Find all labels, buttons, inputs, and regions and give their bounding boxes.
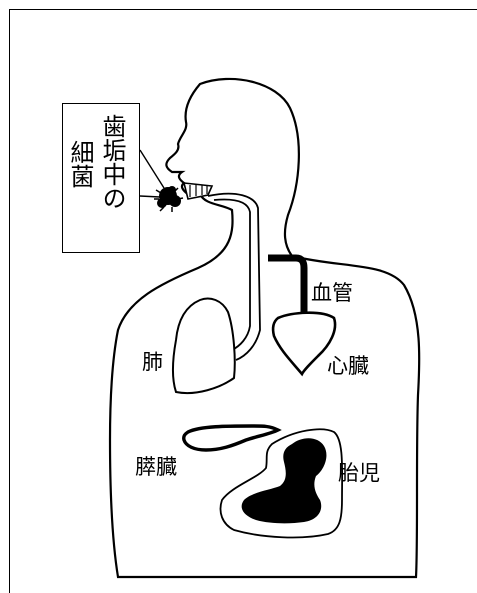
teeth [184, 183, 212, 199]
blood-vessel [268, 258, 304, 312]
label-heart: 心臓 [327, 354, 369, 378]
caption-plaque-bacteria-line1: 歯垢中の [98, 114, 126, 210]
caption-plaque-bacteria-line2: 細菌 [66, 140, 94, 188]
label-lung: 肺 [142, 350, 163, 374]
label-pancreas: 膵臓 [135, 455, 177, 479]
heart [273, 313, 335, 374]
pancreas [184, 426, 278, 450]
plaque-bacteria [154, 186, 183, 212]
lung [173, 299, 235, 394]
label-fetus: 胎児 [338, 461, 380, 485]
caption-pointer [140, 150, 164, 197]
label-blood-vessel: 血管 [311, 281, 353, 305]
